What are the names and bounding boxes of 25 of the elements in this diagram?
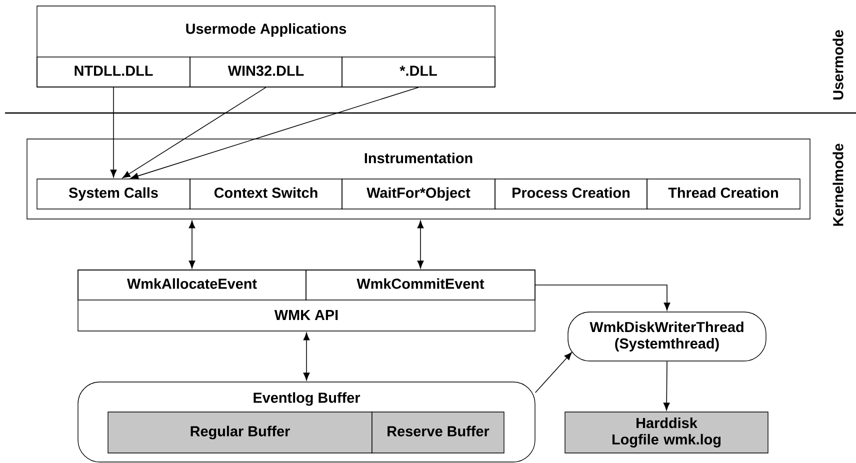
- component-box: WmkAllocateEvent: [78, 270, 306, 300]
- arrow: [110, 86, 117, 178]
- side-label: Usermode: [832, 30, 844, 100]
- arrow: [534, 352, 572, 393]
- arrow: [417, 220, 424, 268]
- arrow: [130, 86, 419, 180]
- component-box: WaitFor*Object: [342, 178, 496, 210]
- arrow: [303, 332, 310, 380]
- arrow: [188, 220, 196, 268]
- component-box: NTDLL.DLL: [36, 56, 190, 88]
- storage-box: Regular Buffer: [108, 412, 372, 454]
- component-box: Process Creation: [494, 178, 648, 210]
- side-label: Kernelmode: [832, 144, 844, 226]
- component-box: WIN32.DLL: [190, 56, 342, 88]
- component-box: Context Switch: [190, 178, 342, 210]
- component-box: Thread Creation: [646, 178, 800, 210]
- storage-box: Harddisk Logfile wmk.log: [564, 412, 768, 454]
- arrow: [534, 284, 670, 310]
- storage-box: Reserve Buffer: [372, 412, 504, 454]
- component-box: WmkCommitEvent: [306, 270, 536, 300]
- rounded-box: WmkDiskWriterThread (Systemthread): [568, 312, 766, 362]
- arrow: [122, 86, 266, 178]
- component-box: *.DLL: [342, 56, 496, 88]
- arrow: [663, 360, 670, 410]
- component-box: System Calls: [36, 178, 190, 210]
